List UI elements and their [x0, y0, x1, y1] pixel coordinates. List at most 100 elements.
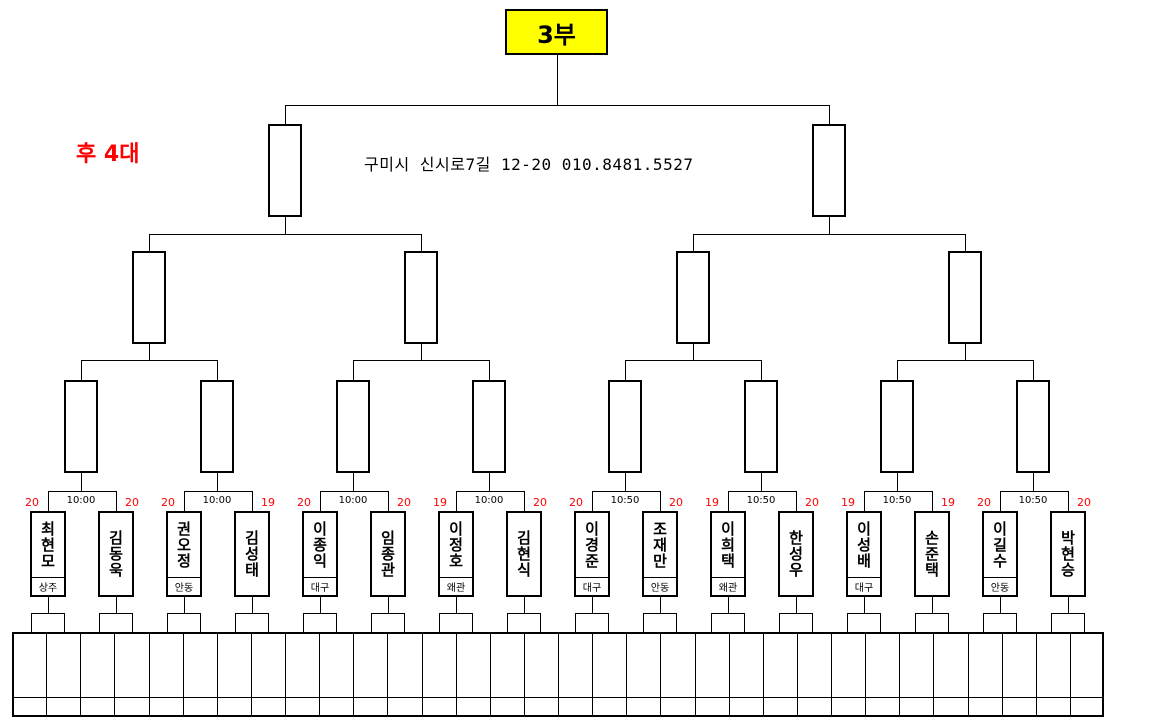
player-region: 대구: [576, 577, 608, 595]
bracket-line: [48, 491, 49, 512]
table-divider: [285, 632, 286, 717]
table-divider: [865, 632, 866, 717]
player-score: 20: [977, 496, 991, 509]
quarterfinal-box: [132, 251, 166, 344]
player-slot-tab: [439, 613, 473, 633]
table-divider: [12, 697, 1104, 698]
table-divider: [149, 632, 150, 717]
bracket-line: [149, 344, 150, 361]
player-slot-tab: [643, 613, 677, 633]
player-card: 손준택: [914, 511, 950, 597]
bracket-line: [965, 234, 966, 253]
bracket-line: [897, 360, 1034, 361]
player-slot-tab: [31, 613, 65, 633]
player-region: 안동: [644, 577, 676, 595]
player-card: 임종관: [370, 511, 406, 597]
table-divider: [899, 632, 900, 717]
table-divider: [1070, 632, 1071, 717]
player-slot-tab: [1051, 613, 1085, 633]
table-divider: [80, 632, 81, 717]
bracket-line: [421, 344, 422, 361]
player-card: 김동욱: [98, 511, 134, 597]
quarterfinal-box: [948, 251, 982, 344]
bracket-line: [864, 491, 933, 492]
player-score: 19: [261, 496, 275, 509]
player-score: 19: [941, 496, 955, 509]
player-name: 손준택: [922, 530, 941, 578]
match-time: 10:00: [202, 495, 232, 506]
bracket-line: [285, 105, 286, 126]
player-name: 최현모: [38, 521, 57, 569]
player-name: 이경준: [582, 521, 601, 569]
player-score: 19: [841, 496, 855, 509]
bracket-line: [388, 491, 389, 512]
semifinal-box: [812, 124, 846, 217]
player-region: 대구: [304, 577, 336, 595]
table-divider: [524, 632, 525, 717]
player-name: 김성태: [242, 530, 261, 578]
table-divider: [660, 632, 661, 717]
table-divider: [729, 632, 730, 717]
bracket-line: [217, 473, 218, 492]
bracket-line: [456, 597, 457, 615]
table-divider: [968, 632, 969, 717]
bracket-line: [1000, 597, 1001, 615]
table-divider: [1036, 632, 1037, 717]
bracket-line: [625, 360, 626, 382]
round16-box: [744, 380, 778, 473]
bracket-line: [149, 234, 150, 253]
player-name: 임종관: [378, 530, 397, 578]
match-time: 10:50: [1018, 495, 1048, 506]
table-divider: [626, 632, 627, 717]
player-name: 조재만: [650, 521, 669, 569]
round16-box: [336, 380, 370, 473]
bracket-line: [1033, 360, 1034, 382]
bracket-line: [829, 217, 830, 235]
player-region: 안동: [984, 577, 1016, 595]
bracket-line: [761, 360, 762, 382]
side-note: 후 4대: [76, 142, 140, 167]
player-card: 김성태: [234, 511, 270, 597]
player-score: 20: [805, 496, 819, 509]
bracket-line: [116, 597, 117, 615]
bracket-line: [285, 105, 830, 106]
player-score: 20: [161, 496, 175, 509]
bracket-line: [1068, 597, 1069, 615]
round16-box: [200, 380, 234, 473]
bracket-line: [353, 360, 490, 361]
table-divider: [422, 632, 423, 717]
table-divider: [592, 632, 593, 717]
player-slot-tab: [507, 613, 541, 633]
player-card: 한성우: [778, 511, 814, 597]
player-name: 이종익: [310, 521, 329, 569]
player-score: 20: [25, 496, 39, 509]
bracket-line: [489, 473, 490, 492]
player-score: 19: [433, 496, 447, 509]
player-region: 안동: [168, 577, 200, 595]
player-name: 이길수: [990, 521, 1009, 569]
match-time: 10:50: [882, 495, 912, 506]
player-score: 20: [1077, 496, 1091, 509]
bracket-line: [796, 491, 797, 512]
bracket-line: [524, 597, 525, 615]
bracket-line: [81, 360, 82, 382]
bracket-line: [660, 491, 661, 512]
player-score: 20: [569, 496, 583, 509]
bracket-line: [456, 491, 457, 512]
match-time: 10:50: [610, 495, 640, 506]
bracket-line: [728, 491, 797, 492]
bracket-line: [829, 105, 830, 126]
round16-box: [64, 380, 98, 473]
bracket-line: [81, 473, 82, 492]
table-divider: [1002, 632, 1003, 717]
quarterfinal-box: [404, 251, 438, 344]
bracket-line: [81, 360, 218, 361]
bracket-line: [897, 360, 898, 382]
player-card: 김현식: [506, 511, 542, 597]
player-name: 한성우: [786, 530, 805, 578]
table-divider: [490, 632, 491, 717]
bracket-line: [252, 597, 253, 615]
